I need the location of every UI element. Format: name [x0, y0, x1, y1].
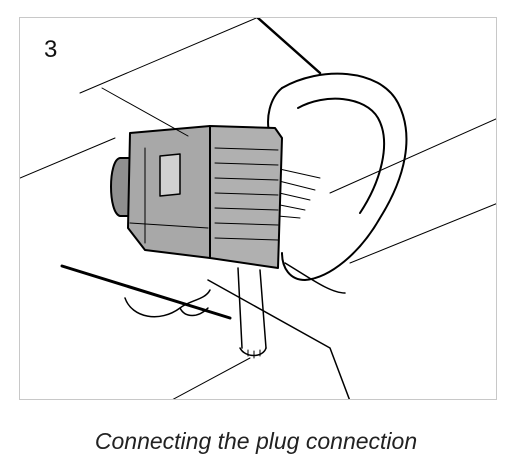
- figure-frame: [19, 17, 497, 400]
- wire: [237, 267, 267, 359]
- connector-3: [110, 125, 283, 269]
- figure-caption: Connecting the plug connection: [94, 428, 418, 454]
- callout-leader-line: [101, 87, 189, 137]
- background-lines: [20, 18, 496, 399]
- lower-edge-line: [60, 264, 232, 320]
- hand-outline: [124, 262, 351, 399]
- callout-number: 3: [44, 36, 58, 63]
- upper-edge-line: [256, 18, 322, 75]
- plug-connection-illustration: [20, 18, 496, 399]
